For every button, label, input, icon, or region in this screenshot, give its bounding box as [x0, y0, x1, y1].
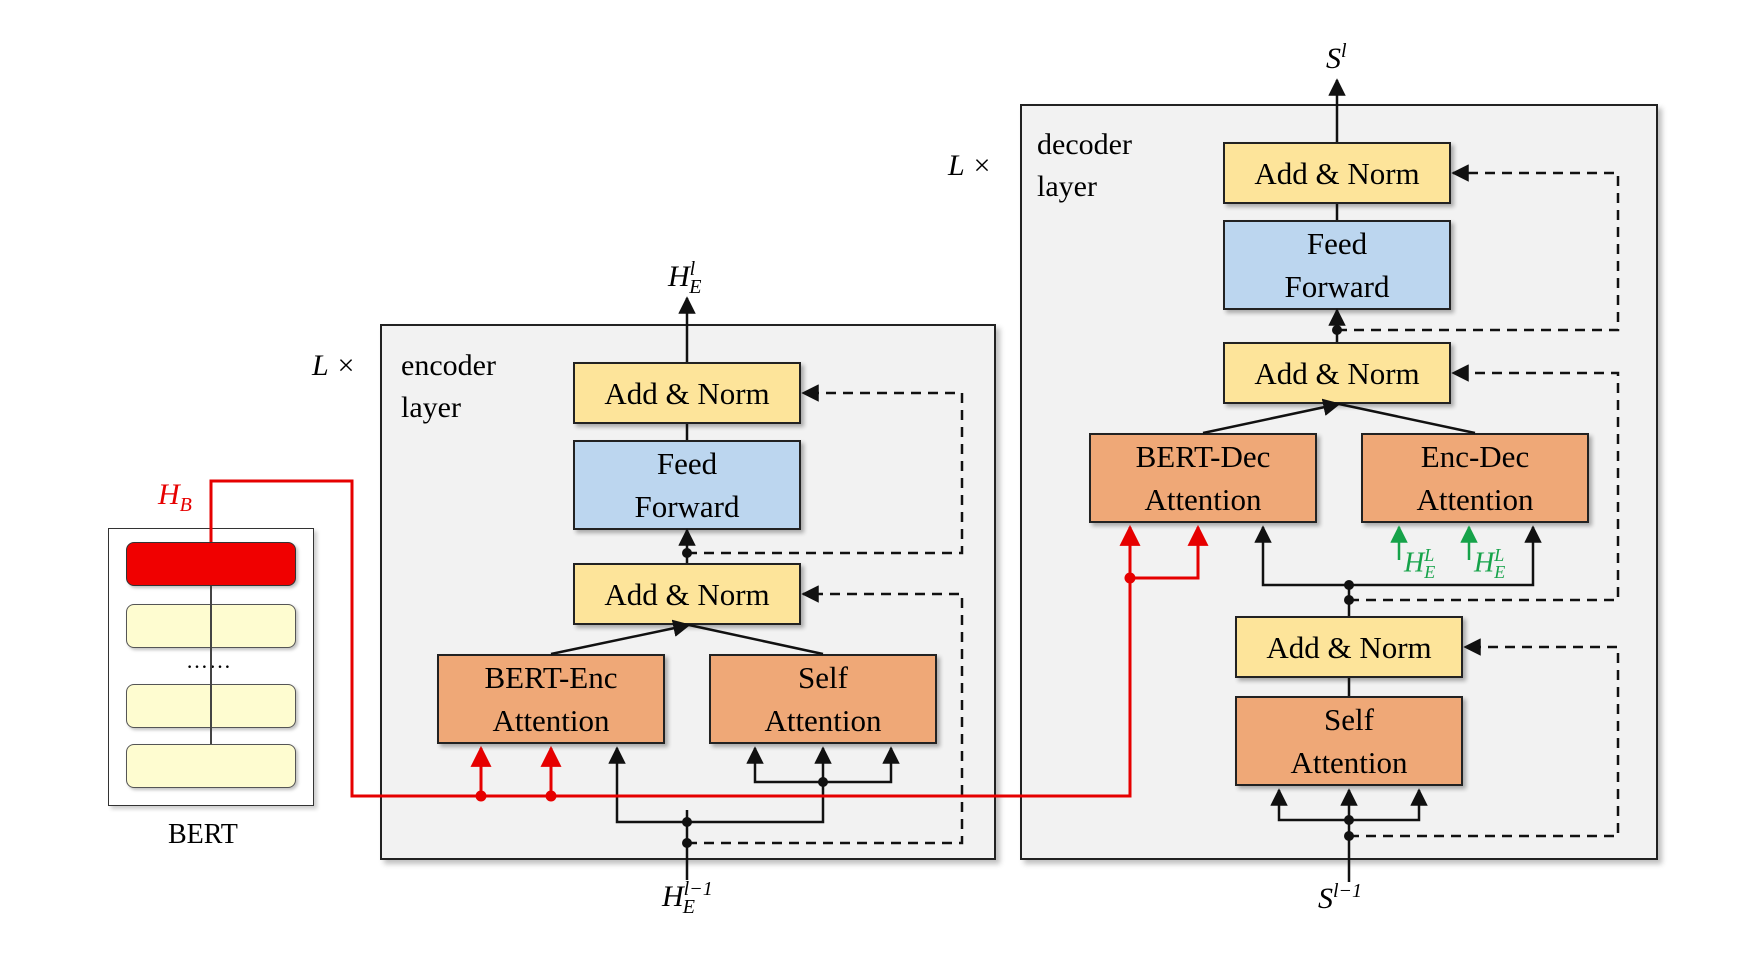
bert-enc-attention-label-2: Attention [492, 703, 610, 738]
enc-dec-attention-label-1: Enc-Dec [1420, 439, 1530, 474]
enc-final-label-1-base: H [1404, 547, 1425, 579]
decoder-repeat-label: L × [948, 149, 992, 182]
bert-label: BERT [168, 819, 238, 850]
encoder-output-label: HlE [668, 250, 701, 306]
bert-enc-to-norm [550, 619, 691, 656]
decoder-add-norm-top: Add & Norm [1223, 142, 1451, 204]
encoder-output-sup: l [689, 258, 696, 280]
decoder-add-norm-top-label: Add & Norm [1254, 155, 1420, 191]
bert-output-label: HB [158, 476, 192, 524]
encoder-repeat-label: L × [312, 349, 356, 382]
encoder-input-sup: l−1 [683, 878, 713, 900]
encoder-input-to-self-att [687, 782, 825, 824]
enc-dec-to-norm [1338, 402, 1476, 435]
encoder-add-norm-bottom-label: Add & Norm [604, 576, 770, 612]
decoder-title-line2: layer [1037, 170, 1097, 203]
encoder-add-norm-bottom: Add & Norm [573, 563, 801, 625]
decoder-self-attention-label-2: Attention [1290, 745, 1408, 780]
encoder-add-norm-top: Add & Norm [573, 362, 801, 424]
bert-junction [475, 790, 487, 802]
decoder-junction [1344, 831, 1354, 841]
encoder-feed-forward-label-2: Forward [634, 489, 740, 524]
encoder-feed-forward-label-1: Feed [656, 446, 718, 481]
decoder-input-sup: l−1 [1333, 880, 1363, 902]
decoder-self-att-k-arrow [1270, 788, 1349, 822]
encoder-input-base: H [662, 880, 684, 913]
encoder-input-label: Hl−1E [662, 870, 713, 926]
decoder-residual-mid [1349, 364, 1620, 602]
encoder-junction [682, 838, 692, 848]
decoder-output-label: Sl [1326, 32, 1347, 78]
bert-to-bert-dec-v [1130, 524, 1209, 580]
enc-dec-attention-label-2: Attention [1416, 482, 1534, 517]
decoder-title-line1: decoder [1037, 128, 1132, 161]
decoder-junction [1344, 595, 1354, 605]
decoder-residual-bottom [1349, 638, 1620, 838]
decoder-input-base: S [1318, 882, 1333, 915]
encoder-residual-bottom [687, 585, 964, 845]
encoder-feed-forward: Feed Forward [573, 440, 801, 530]
encoder-add-norm-top-label: Add & Norm [604, 375, 770, 411]
decoder-junction [1332, 325, 1342, 335]
encoder-input-to-bert-enc [608, 746, 687, 824]
encoder-title-line1: encoder [401, 349, 496, 382]
encoder-output-sub: E [689, 276, 702, 298]
decoder-self-attention-block: Self Attention [1235, 696, 1463, 786]
decoder-junction [1344, 580, 1354, 590]
encoder-junction [818, 777, 828, 787]
decoder-self-attention-label-1: Self [1324, 702, 1374, 737]
self-att-v-arrow [823, 746, 900, 784]
decoder-add-norm-bottom: Add & Norm [1235, 616, 1463, 678]
decoder-query-to-bert-dec [1254, 525, 1349, 587]
enc-final-label-1-sup: L [1424, 545, 1435, 565]
decoder-add-norm-mid-label: Add & Norm [1254, 355, 1420, 391]
enc-dec-attention-block: Enc-Dec Attention [1361, 433, 1589, 523]
decoder-feed-forward-label-2: Forward [1284, 269, 1390, 304]
decoder-feed-forward: Feed Forward [1223, 220, 1451, 310]
bert-enc-attention-label-1: BERT-Enc [484, 660, 618, 695]
decoder-output-base: S [1326, 42, 1341, 75]
enc-final-label-1: HLE [1404, 536, 1435, 591]
encoder-output-base: H [668, 260, 690, 293]
enc-final-label-2-sup: L [1494, 545, 1505, 565]
bert-output-sub: B [179, 494, 192, 516]
decoder-add-norm-bottom-label: Add & Norm [1266, 629, 1432, 665]
bert-ellipsis: …… [186, 648, 232, 673]
decoder-junction [1344, 815, 1354, 825]
enc-final-label-1-sub: E [1424, 561, 1436, 582]
bert-output-layer [126, 542, 296, 586]
self-att-k-arrow [746, 746, 823, 784]
encoder-junction [682, 548, 692, 558]
bert-dec-attention-label-2: Attention [1144, 482, 1262, 517]
encoder-self-attention-block: Self Attention [709, 654, 937, 744]
decoder-input-label: Sl−1 [1318, 872, 1362, 918]
decoder-output-sup: l [1341, 40, 1347, 62]
bert-junction [1124, 572, 1136, 584]
enc-final-label-2: HLE [1474, 536, 1505, 591]
encoder-title-line2: layer [401, 391, 461, 424]
encoder-self-attention-label-1: Self [798, 660, 848, 695]
decoder-feed-forward-label-1: Feed [1306, 226, 1368, 261]
encoder-input-sub: E [682, 896, 695, 918]
decoder-self-att-v-arrow [1349, 788, 1428, 822]
enc-final-label-2-sub: E [1494, 561, 1506, 582]
bert-junction [545, 790, 557, 802]
enc-final-label-2-base: H [1474, 547, 1495, 579]
bert-output-base: H [158, 478, 180, 511]
decoder-residual-top [1337, 164, 1620, 332]
bert-dec-to-norm [1202, 398, 1341, 435]
decoder-query-to-enc-dec [1349, 525, 1542, 587]
encoder-junction [682, 817, 692, 827]
self-att-to-norm [688, 623, 824, 656]
bert-layer [126, 744, 296, 788]
bert-dec-attention-block: BERT-Dec Attention [1089, 433, 1317, 523]
bert-enc-attention-block: BERT-Enc Attention [437, 654, 665, 744]
bert-output-path [209, 479, 1132, 798]
bert-dec-attention-label-1: BERT-Dec [1135, 439, 1271, 474]
encoder-residual-top [687, 384, 964, 555]
encoder-self-attention-label-2: Attention [764, 703, 882, 738]
